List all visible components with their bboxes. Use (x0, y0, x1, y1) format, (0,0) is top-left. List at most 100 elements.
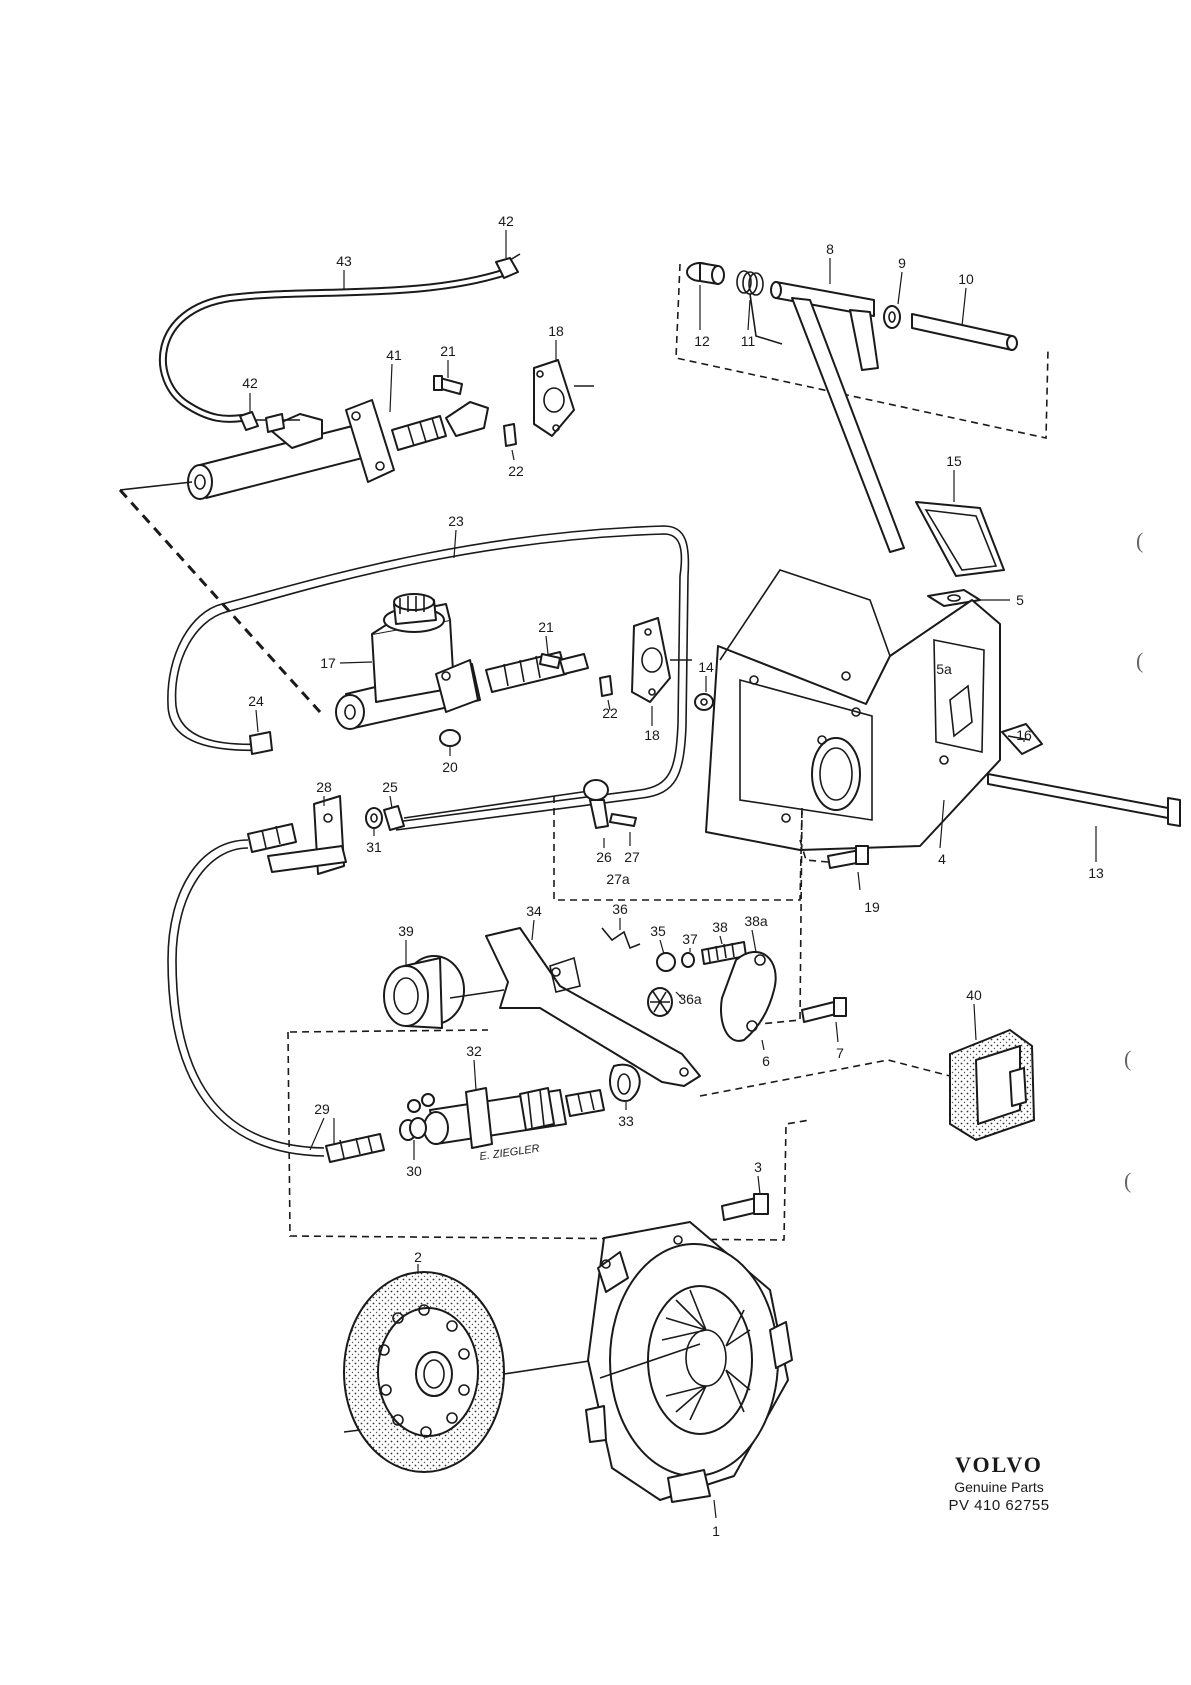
bolt-part-3 (721, 1175, 769, 1221)
callout-11: 11 (741, 333, 756, 349)
callout-36: 36 (612, 901, 628, 917)
clip-part-16 (1001, 723, 1043, 755)
release-bearing-part-39 (383, 940, 465, 1029)
callout-30: 30 (406, 1163, 422, 1179)
hose-part-29 (167, 839, 335, 1157)
callout-31: 31 (366, 839, 382, 855)
callout-21-lower: 21 (538, 619, 554, 635)
callout-34: 34 (526, 903, 542, 919)
callout-17: 17 (320, 655, 336, 671)
callout-28: 28 (316, 779, 332, 795)
callout-32: 32 (466, 1043, 482, 1059)
cylinder-part-41 (187, 363, 489, 500)
callout-35: 35 (650, 923, 666, 939)
pivot-parts-35-38 (601, 918, 747, 1017)
callout-13: 13 (1088, 865, 1104, 881)
clip-part-22-upper (503, 423, 517, 461)
callout-25: 25 (382, 779, 398, 795)
callout-18-upper: 18 (548, 323, 564, 339)
margin-mark-2: ( (1136, 648, 1144, 673)
cover-plate-part-6 (720, 929, 777, 1051)
callout-43: 43 (336, 253, 352, 269)
pedal-shaft-part-8 (770, 281, 905, 553)
fitting-part-30 (325, 1117, 427, 1163)
callout-26: 26 (596, 849, 612, 865)
nut-part-20 (439, 729, 461, 756)
clutch-disc-part-2 (343, 1264, 701, 1473)
union-nut-part-42-lower (239, 393, 259, 431)
bushing-part-12 (686, 262, 725, 285)
callout-20: 20 (442, 759, 458, 775)
callout-18-lower: 18 (644, 727, 660, 743)
callout-27: 27 (624, 849, 640, 865)
callout-8: 8 (826, 241, 834, 257)
callout-29: 29 (314, 1101, 330, 1117)
spacer-part-5 (927, 589, 1010, 607)
hose-part-43 (159, 268, 510, 423)
pedal-bracket-part-4 (705, 569, 1001, 851)
pressure-plate-part-1 (585, 1221, 793, 1519)
union-part-24 (249, 709, 273, 755)
brand-logo: VOLVO (955, 1452, 1043, 1477)
callout-38: 38 (712, 919, 728, 935)
callout-3: 3 (754, 1159, 762, 1175)
callout-42-upper: 42 (498, 213, 514, 229)
callout-40: 40 (966, 987, 982, 1003)
pivot-bolt-part-13 (987, 773, 1181, 862)
callout-19: 19 (864, 899, 880, 915)
callout-9: 9 (898, 255, 906, 271)
washer-part-31 (365, 807, 383, 836)
callout-12: 12 (694, 333, 710, 349)
slave-cylinder-part-32 (287, 1029, 811, 1241)
gasket-part-18-lower (631, 617, 692, 726)
margin-mark-4: ( (1124, 1168, 1132, 1193)
callout-10: 10 (958, 271, 974, 287)
union-nut-part-42-upper (495, 230, 521, 279)
callout-2: 2 (414, 1249, 422, 1265)
callout-5a: 5a (936, 661, 952, 677)
callout-4: 4 (938, 851, 946, 867)
callout-15: 15 (946, 453, 962, 469)
callout-41: 41 (386, 347, 402, 363)
callout-16: 16 (1016, 727, 1032, 743)
release-fork-part-34 (449, 919, 701, 1087)
master-cylinder-part-17 (335, 593, 589, 730)
brand-subtitle: Genuine Parts (954, 1479, 1044, 1495)
callout-23: 23 (448, 513, 464, 529)
callout-5: 5 (1016, 592, 1024, 608)
nut-part-25 (383, 789, 597, 831)
return-spring-part-11 (736, 270, 783, 345)
callout-7: 7 (836, 1045, 844, 1061)
nut-part-14 (694, 676, 714, 711)
gasket-part-18-upper (533, 340, 594, 437)
callout-42-lower: 42 (242, 375, 258, 391)
union-part-28-fitting (247, 795, 347, 875)
callout-36a: 36a (678, 991, 702, 1007)
clamp-parts-26-27 (583, 779, 637, 848)
callout-labels: 1 2 3 4 5 5a 6 7 8 9 10 11 12 13 14 15 1… (242, 213, 1104, 1539)
callout-39: 39 (398, 923, 414, 939)
callout-1: 1 (712, 1523, 720, 1539)
heavy-dash-link (118, 481, 322, 714)
callout-37: 37 (682, 931, 698, 947)
callout-22-upper: 22 (508, 463, 524, 479)
washer-part-9 (883, 305, 901, 329)
part-reference-number: PV 410 62755 (948, 1497, 1050, 1514)
pipe-part-23 (167, 525, 690, 831)
callout-33: 33 (618, 1113, 634, 1129)
pedal-shaft-assembly (675, 258, 1049, 553)
bolt-part-21-upper (433, 360, 463, 395)
bolt-part-21-lower (539, 635, 561, 669)
margin-mark-3: ( (1124, 1046, 1132, 1071)
brand-block: VOLVO Genuine Parts PV 410 62755 (924, 1452, 1074, 1516)
callout-38a: 38a (744, 913, 768, 929)
margin-mark-1: ( (1136, 528, 1144, 553)
gaiter-part-40 (699, 1003, 1036, 1142)
callout-24: 24 (248, 693, 264, 709)
callout-27a: 27a (606, 871, 630, 887)
release-dashed-box (553, 796, 803, 1025)
clip-part-22-lower (599, 675, 613, 711)
pivot-pin-part-10 (911, 313, 1018, 351)
pedal-pad-part-15 (915, 470, 1005, 577)
